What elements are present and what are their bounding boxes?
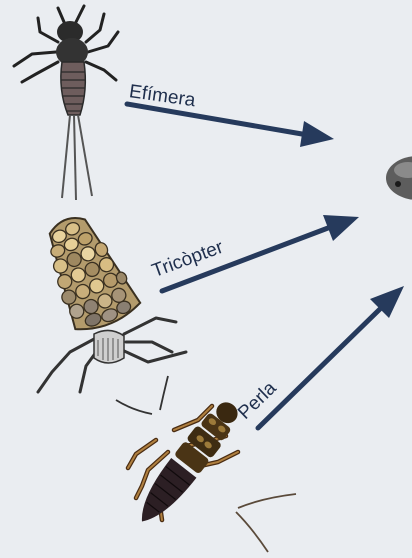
mayfly-nymph-icon — [14, 6, 118, 200]
caddisfly-larva-icon — [35, 205, 186, 392]
arrow-mayfly — [127, 104, 334, 147]
arrow-stonefly — [258, 286, 404, 428]
predator-fish-icon — [386, 156, 412, 200]
